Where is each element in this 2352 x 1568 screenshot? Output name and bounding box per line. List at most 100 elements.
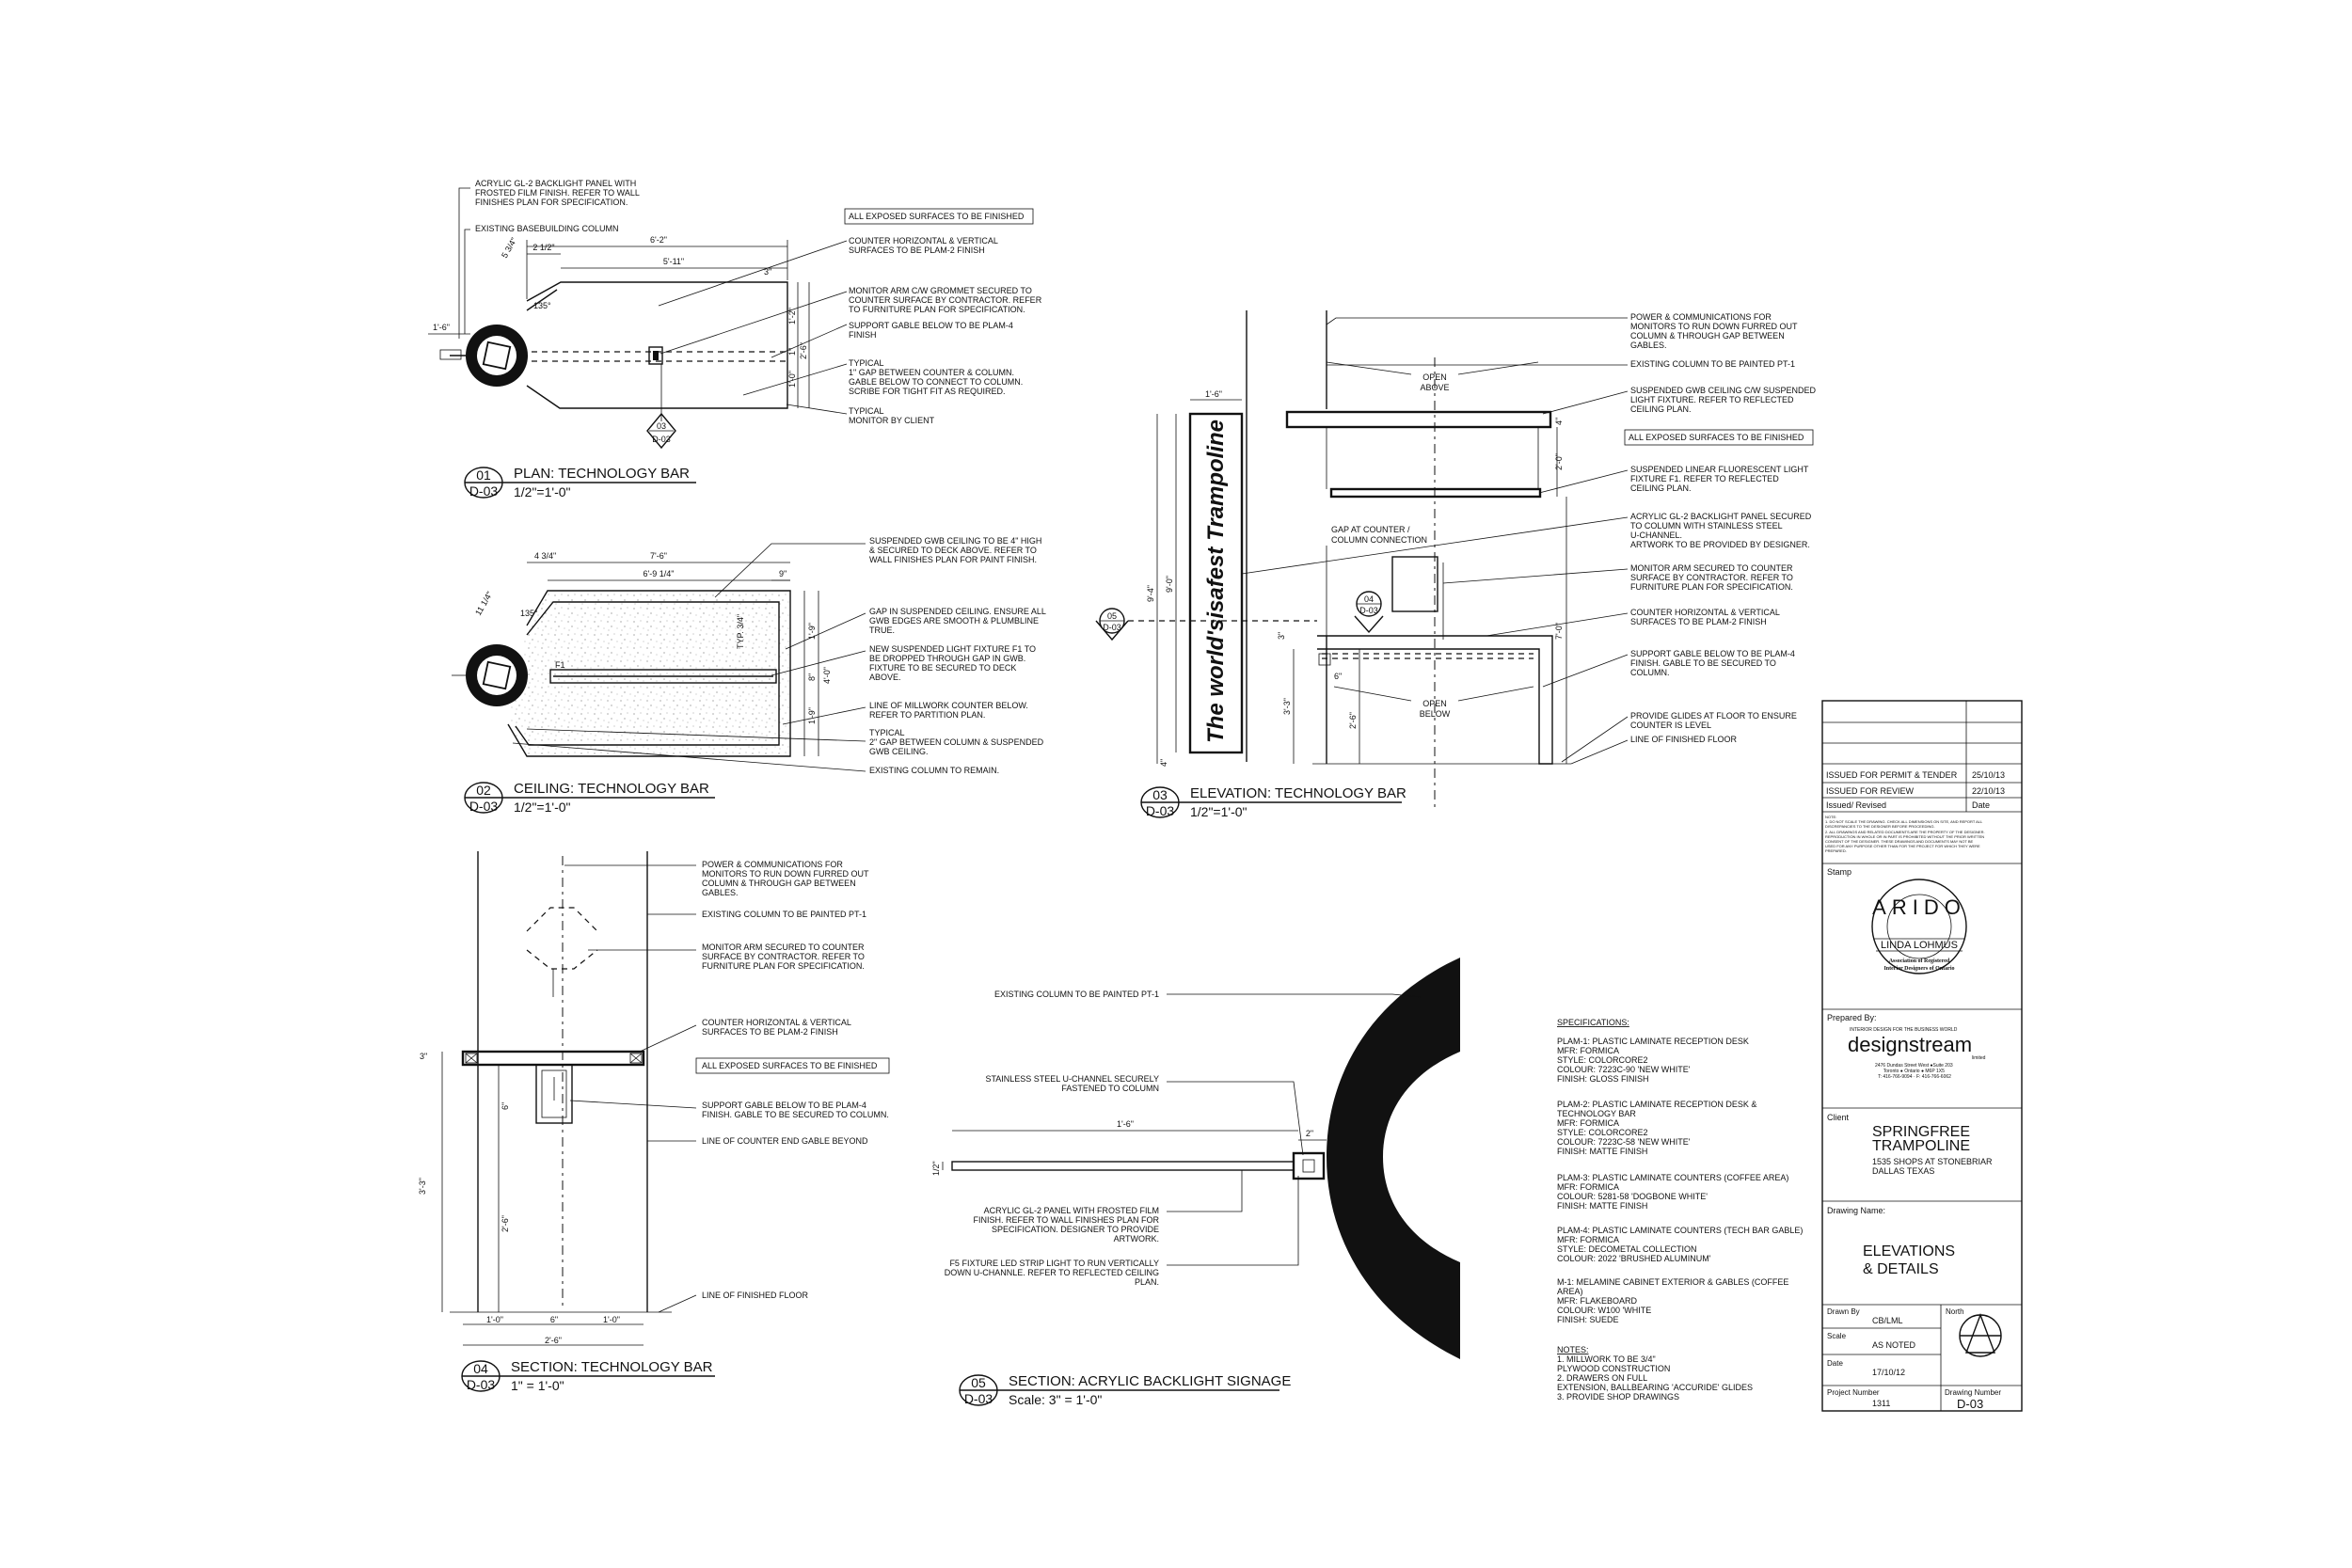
elev-dim: 3'-3" (1282, 698, 1292, 715)
view-acrylic: 1'-6" 2" 1/2" EXISTING COLUMN TO BE PAIN… (931, 958, 1460, 1407)
svg-text:PLAM-2: PLASTIC LAMINATE RECEP: PLAM-2: PLASTIC LAMINATE RECEPTION DESK … (1557, 1100, 1756, 1156)
svg-text:LINDA LOHMUS: LINDA LOHMUS (1881, 940, 1958, 951)
svg-text:LINE OF FINISHED FLOOR: LINE OF FINISHED FLOOR (702, 1291, 809, 1300)
acrylic-view-sheet: D-03 (964, 1391, 993, 1406)
support-gable (535, 1064, 573, 1124)
plan-dim: 1" (787, 348, 797, 356)
elevation-view-number: 03 (1152, 787, 1168, 802)
drawing-number: D-03 (1957, 1397, 1983, 1411)
elev-dim: 2'-0" (1554, 453, 1564, 470)
ceiling-dim: F1 (555, 660, 565, 670)
ceiling-view-scale: 1/2"=1'-0" (514, 800, 571, 815)
ceiling-dim: 9" (779, 569, 787, 578)
revision-date: Date (1972, 800, 1990, 810)
section-dim: 3" (420, 1052, 427, 1061)
view-plan: 03 D-03 6'-2" 2 1/2" 5'-11" 5 3/4" 3" 1'… (428, 179, 1042, 499)
plan-view-number: 01 (476, 467, 491, 483)
plan-marker-number: 03 (657, 421, 666, 431)
section-dim: 2'-6" (545, 1336, 562, 1345)
project-number: 1311 (1872, 1399, 1890, 1408)
section-dim: 2'-6" (501, 1215, 510, 1232)
plan-dim: 3" (764, 267, 771, 277)
elev-dim: 4" (1554, 418, 1564, 425)
svg-text:Association of Registered: Association of Registered (1889, 958, 1950, 964)
plan-view-title: PLAN: TECHNOLOGY BAR (514, 466, 690, 482)
elev-dim: 7'-0" (1554, 623, 1564, 640)
svg-text:PLAM-4: PLASTIC LAMINATE COUNT: PLAM-4: PLASTIC LAMINATE COUNTERS (TECH … (1557, 1226, 1803, 1263)
plan-dim: 6'-2" (650, 235, 667, 245)
counter-plan (526, 281, 788, 409)
drawn-by-label: Drawn By (1827, 1307, 1860, 1316)
signage-panel (1188, 412, 1244, 754)
date-label: Date (1827, 1359, 1843, 1368)
acrylic-view-number: 05 (971, 1375, 986, 1390)
drawing-name: ELEVATIONS& DETAILS (1863, 1243, 1955, 1277)
firm-address: 2476 Dundas Street West ●Suite 203 Toron… (1875, 1063, 1954, 1080)
svg-text:1. MILLWORK TO BE 3/4"PLYWOOD: 1. MILLWORK TO BE 3/4"PLYWOOD CONSTRUCTI… (1557, 1354, 1753, 1402)
ceiling-dim: 6'-9 1/4" (644, 569, 675, 578)
section-view-title: SECTION: TECHNOLOGY BAR (511, 1359, 713, 1375)
plan-dim: 5 3/4" (500, 236, 518, 260)
ceiling-dim: 1'-9" (807, 707, 817, 724)
elevation-view-sheet: D-03 (1146, 803, 1175, 818)
elev-marker-sheet: D-03 (1359, 606, 1378, 615)
plan-view-scale: 1/2"=1'-0" (514, 484, 571, 499)
svg-text:GAP IN SUSPENDED CEILING. ENSU: GAP IN SUSPENDED CEILING. ENSURE ALLGWB … (869, 607, 1046, 635)
plan-dim: 5'-11" (663, 257, 684, 266)
elev-dim: 4" (1159, 759, 1168, 767)
acrylic-dim: 2" (1306, 1129, 1313, 1138)
plan-dim: 135° (533, 301, 551, 310)
revision-date: 22/10/13 (1972, 786, 2005, 796)
open-above-label: OPEN (1422, 372, 1447, 382)
ceiling-view-title: CEILING: TECHNOLOGY BAR (514, 781, 709, 797)
elev-marker-sheet: D-03 (1103, 623, 1121, 632)
section-view-number: 04 (473, 1361, 488, 1376)
svg-text:EXISTING COLUMN TO BE PAINTED: EXISTING COLUMN TO BE PAINTED PT-1 (1630, 359, 1795, 369)
plan-dim: 2 1/2" (532, 243, 554, 252)
plan-dim: 1'-0" (787, 371, 797, 388)
project-number-label: Project Number (1827, 1388, 1880, 1397)
disclaimer: NOTE: 1. DO NOT SCALE THE DRAWING. CHECK… (1825, 815, 1986, 853)
revision-label: ISSUED FOR PERMIT & TENDER (1826, 770, 1958, 780)
ceiling-dim: TYP. 3/4" (736, 614, 745, 649)
svg-text:M-1: MELAMINE CABINET EXTERIOR: M-1: MELAMINE CABINET EXTERIOR & GABLES … (1557, 1277, 1788, 1324)
gap-label: GAP AT COUNTER / (1331, 525, 1410, 534)
stamp-label: Stamp (1827, 867, 1851, 877)
svg-text:ACRYLIC GL-2 BACKLIGHT PANEL W: ACRYLIC GL-2 BACKLIGHT PANEL WITHFROSTED… (475, 179, 640, 207)
drawn-by: CB/LML (1872, 1316, 1903, 1325)
acrylic-view-title: SECTION: ACRYLIC BACKLIGHT SIGNAGE (1009, 1373, 1291, 1389)
svg-text:SUPPORT GABLE BELOW TO BE PLAM: SUPPORT GABLE BELOW TO BE PLAM-4FINISH. … (702, 1101, 889, 1119)
ceiling-dim: 4 3/4" (534, 551, 556, 561)
elevation-view-title: ELEVATION: TECHNOLOGY BAR (1190, 785, 1406, 801)
elevation-view-scale: 1/2"=1'-0" (1190, 804, 1248, 819)
svg-text:PLAM-1: PLASTIC LAMINATE RECEP: PLAM-1: PLASTIC LAMINATE RECEPTION DESKM… (1557, 1037, 1749, 1084)
plan-dim: 2'-6" (799, 342, 808, 359)
svg-text:SUPPORT GABLE BELOW TO BE PLAM: SUPPORT GABLE BELOW TO BE PLAM-4FINISH. … (1630, 649, 1795, 677)
specifications: SPECIFICATIONS: PLAM-1: PLASTIC LAMINATE… (1557, 1018, 1803, 1402)
section-dim: 1'-0" (486, 1315, 503, 1324)
section-view-sheet: D-03 (467, 1377, 496, 1392)
suspended-ceiling (1285, 410, 1552, 429)
view-elevation: The world'sisafest Trampoline OPEN ABOVE… (1095, 310, 1817, 819)
spec-heading: SPECIFICATIONS: (1557, 1018, 1629, 1027)
client-label: Client (1827, 1113, 1850, 1122)
acrylic-dim: 1'-6" (1117, 1119, 1134, 1129)
revision-date: 25/10/13 (1972, 770, 2005, 780)
svg-text:MONITOR ARM C/W GROMMET SECURE: MONITOR ARM C/W GROMMET SECURED TOCOUNTE… (849, 286, 1042, 314)
section-view-scale: 1" = 1'-0" (511, 1378, 564, 1393)
svg-text:ALL EXPOSED SURFACES TO BE FIN: ALL EXPOSED SURFACES TO BE FINISHED (702, 1061, 878, 1070)
